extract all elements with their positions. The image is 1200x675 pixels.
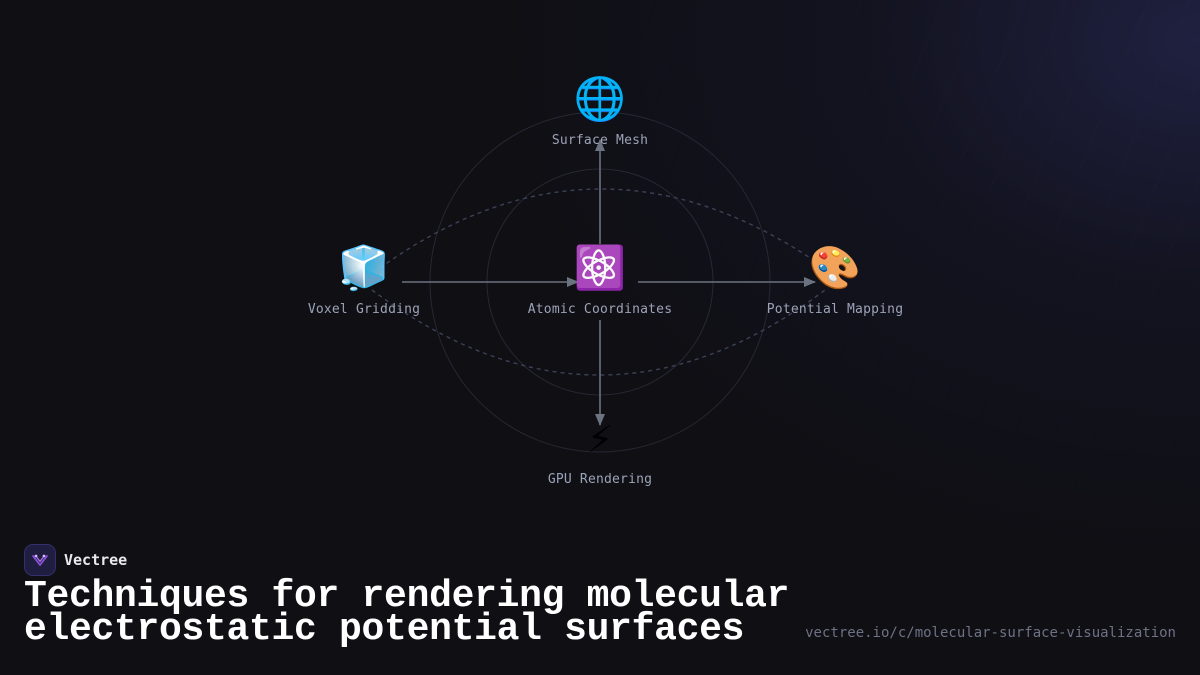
node-label: Atomic Coordinates	[527, 302, 673, 317]
globe-icon: 🌐	[573, 74, 627, 123]
page-title: Techniques for rendering molecular elect…	[24, 575, 790, 651]
ice-cube-icon: 🧊	[337, 243, 391, 292]
node-label: GPU Rendering	[547, 472, 653, 487]
node-label: Surface Mesh	[551, 133, 649, 148]
node-voxel-gridding: 🧊 Voxel Gridding	[264, 243, 464, 317]
node-label: Potential Mapping	[766, 302, 904, 317]
brand: Vectree	[24, 544, 127, 576]
atom-icon: ⚛️	[573, 243, 627, 292]
node-surface-mesh: 🌐 Surface Mesh	[500, 74, 700, 148]
node-atomic-coordinates: ⚛️ Atomic Coordinates	[500, 243, 700, 317]
dashed-orbit-lower	[371, 289, 826, 376]
brand-name: Vectree	[64, 551, 128, 569]
vectree-logo-icon	[24, 544, 56, 576]
lightning-icon: ⚡	[587, 413, 613, 462]
node-label: Voxel Gridding	[307, 302, 421, 317]
node-potential-mapping: 🎨 Potential Mapping	[735, 243, 935, 317]
palette-icon: 🎨	[808, 243, 862, 292]
node-gpu-rendering: ⚡ GPU Rendering	[500, 413, 700, 487]
source-url: vectree.io/c/molecular-surface-visualiza…	[805, 625, 1176, 641]
